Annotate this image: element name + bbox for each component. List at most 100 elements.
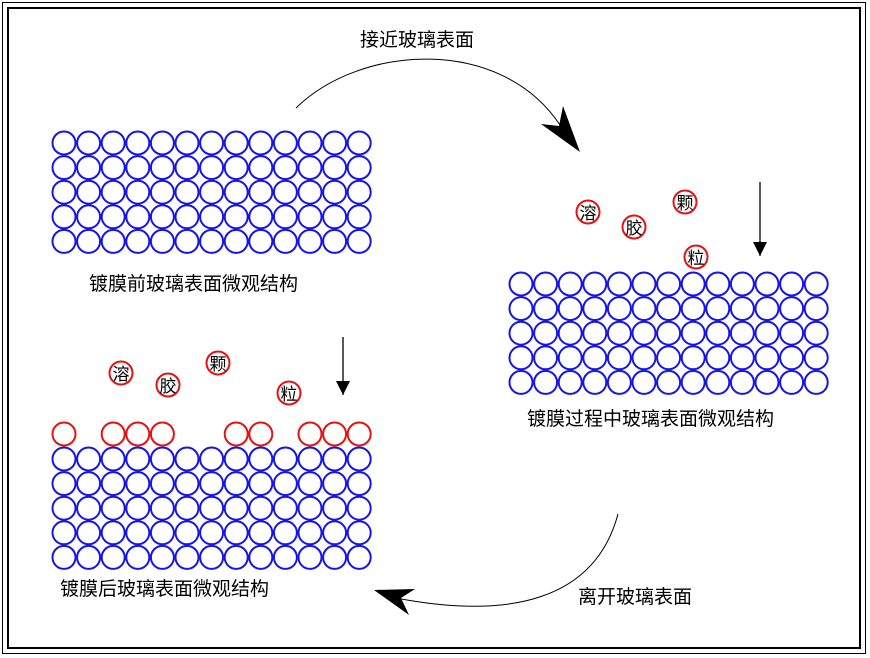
glass-atom bbox=[174, 544, 200, 570]
glass-atom bbox=[76, 155, 102, 181]
glass-atom bbox=[656, 296, 682, 322]
glass-atom bbox=[125, 155, 151, 181]
leave-arrow-head bbox=[374, 589, 415, 615]
sol-particle-ke: 颗 bbox=[672, 189, 698, 215]
glass-atom bbox=[729, 296, 755, 322]
glass-atom bbox=[508, 296, 534, 322]
glass-atom bbox=[248, 155, 274, 181]
glass-atom bbox=[100, 446, 126, 472]
glass-atom bbox=[174, 228, 200, 254]
glass-atom bbox=[322, 520, 348, 546]
glass-atom bbox=[199, 204, 225, 230]
glass-atom bbox=[508, 345, 534, 371]
glass-atom bbox=[223, 228, 249, 254]
glass-atom bbox=[656, 369, 682, 395]
glass-atom bbox=[125, 446, 151, 472]
glass-atom bbox=[223, 130, 249, 156]
glass-atom bbox=[705, 271, 731, 297]
glass-atom bbox=[557, 271, 583, 297]
glass-atom bbox=[606, 320, 632, 346]
glass-atom bbox=[100, 204, 126, 230]
glass-atom bbox=[149, 179, 175, 205]
glass-cluster-before bbox=[51, 130, 372, 254]
glass-atom bbox=[149, 520, 175, 546]
glass-atom bbox=[223, 544, 249, 570]
glass-atom bbox=[297, 495, 323, 521]
glass-atom bbox=[533, 296, 559, 322]
glass-atom bbox=[51, 446, 77, 472]
glass-atom bbox=[51, 495, 77, 521]
glass-atom bbox=[729, 320, 755, 346]
sol-particles-after: 溶 胶 颗 粒 bbox=[108, 350, 302, 406]
glass-atom bbox=[51, 471, 77, 497]
glass-atom bbox=[149, 544, 175, 570]
glass-atom bbox=[322, 155, 348, 181]
glass-atom bbox=[582, 369, 608, 395]
approach-label: 接近玻璃表面 bbox=[360, 29, 475, 51]
glass-atom bbox=[656, 271, 682, 297]
glass-atom bbox=[631, 369, 657, 395]
glass-atom bbox=[582, 271, 608, 297]
glass-atom bbox=[346, 544, 372, 570]
glass-atom bbox=[248, 179, 274, 205]
glass-atom bbox=[100, 495, 126, 521]
glass-atom bbox=[779, 271, 805, 297]
glass-atom bbox=[582, 320, 608, 346]
glass-atom bbox=[76, 179, 102, 205]
glass-atom bbox=[754, 345, 780, 371]
glass-atom bbox=[149, 446, 175, 472]
glass-atom bbox=[248, 228, 274, 254]
glass-atom bbox=[631, 271, 657, 297]
glass-atom bbox=[322, 471, 348, 497]
particle-char: 溶 bbox=[113, 365, 130, 385]
sol-deposit-atom bbox=[125, 421, 151, 447]
glass-atom bbox=[223, 446, 249, 472]
glass-atom bbox=[125, 204, 151, 230]
glass-atom bbox=[248, 130, 274, 156]
glass-atom bbox=[199, 471, 225, 497]
glass-atom bbox=[51, 520, 77, 546]
glass-atom bbox=[174, 204, 200, 230]
glass-atom bbox=[508, 369, 534, 395]
glass-atom bbox=[803, 320, 829, 346]
glass-atom bbox=[248, 471, 274, 497]
sol-particle-ke: 颗 bbox=[205, 350, 231, 376]
glass-atom bbox=[223, 520, 249, 546]
glass-atom bbox=[631, 345, 657, 371]
glass-cluster-after bbox=[51, 446, 372, 570]
sol-particles-during: 溶 胶 颗 粒 bbox=[575, 189, 709, 270]
glass-atom bbox=[557, 296, 583, 322]
glass-atom bbox=[248, 446, 274, 472]
glass-atom bbox=[199, 179, 225, 205]
glass-atom bbox=[76, 130, 102, 156]
glass-atom bbox=[533, 369, 559, 395]
glass-atom bbox=[223, 204, 249, 230]
glass-atom bbox=[76, 495, 102, 521]
glass-atom bbox=[680, 296, 706, 322]
glass-atom bbox=[606, 369, 632, 395]
glass-atom bbox=[322, 446, 348, 472]
sol-particle-rong: 溶 bbox=[108, 360, 134, 386]
glass-atom bbox=[557, 345, 583, 371]
glass-atom bbox=[346, 446, 372, 472]
sol-particle-li: 粒 bbox=[276, 380, 302, 406]
glass-atom bbox=[223, 495, 249, 521]
before-caption: 镀膜前玻璃表面微观结构 bbox=[89, 273, 299, 295]
glass-atom bbox=[272, 471, 298, 497]
glass-atom bbox=[533, 320, 559, 346]
glass-atom bbox=[272, 495, 298, 521]
glass-atom bbox=[346, 520, 372, 546]
glass-atom bbox=[508, 320, 534, 346]
glass-atom bbox=[100, 130, 126, 156]
sol-deposit-atom bbox=[223, 421, 249, 447]
leave-label: 离开玻璃表面 bbox=[578, 586, 693, 608]
glass-atom bbox=[174, 520, 200, 546]
sol-particle-jiao: 胶 bbox=[155, 372, 181, 398]
glass-atom bbox=[729, 369, 755, 395]
glass-atom bbox=[223, 471, 249, 497]
glass-atom bbox=[803, 345, 829, 371]
sol-particle-jiao: 胶 bbox=[621, 214, 647, 240]
glass-atom bbox=[803, 271, 829, 297]
